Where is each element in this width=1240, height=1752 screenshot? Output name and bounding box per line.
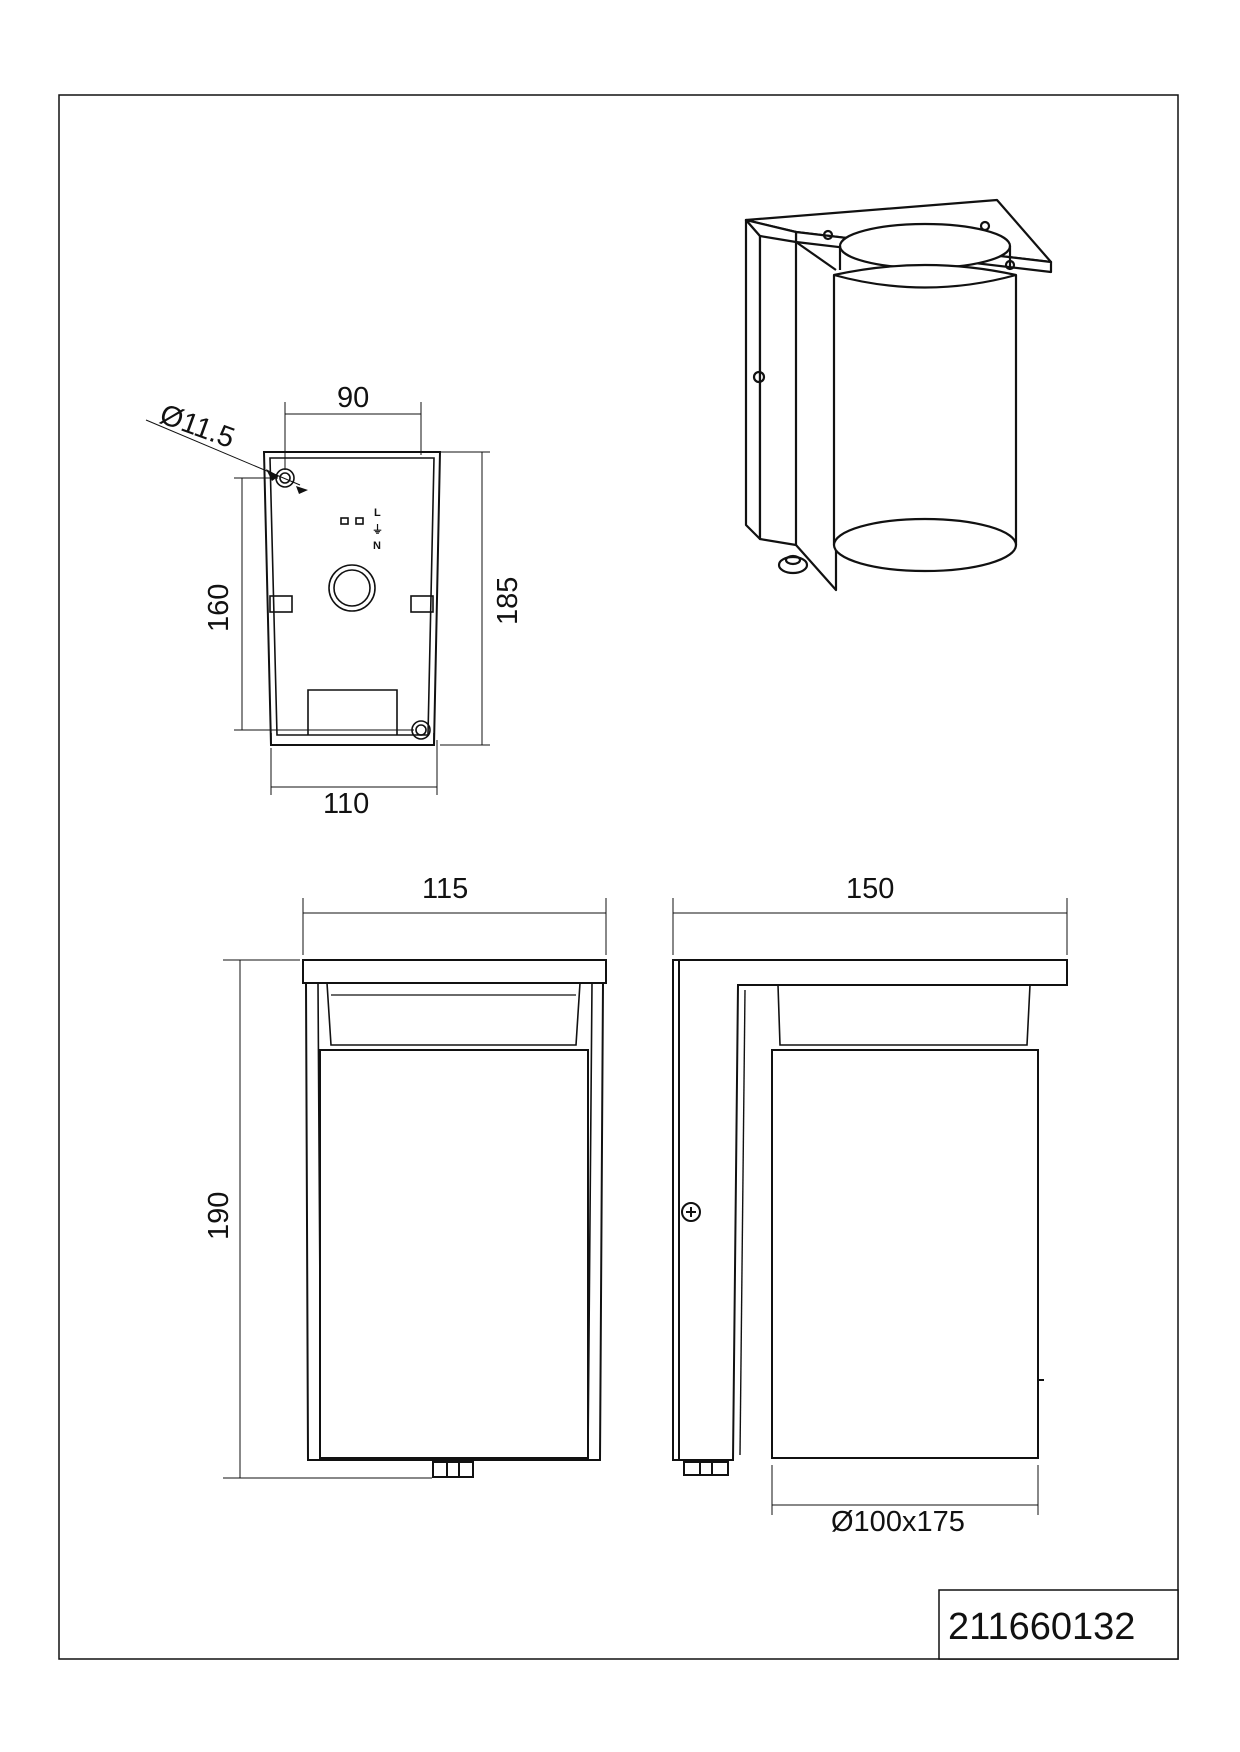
part-number-box: [938, 1589, 1179, 1660]
part-number: 211660132: [948, 1606, 1135, 1648]
side-view: [672, 959, 1068, 1476]
dim-plate-height: 185: [492, 577, 524, 625]
terminal-label-live: L: [374, 507, 381, 519]
dim-plate-hole-spacing: 160: [203, 584, 235, 632]
dim-shade-size: Ø100x175: [831, 1506, 965, 1538]
side-view-dimensions: [672, 898, 1068, 1515]
mounting-plate-dimensions: [145, 402, 490, 795]
isometric-view: [744, 198, 1053, 592]
dim-plate-bottom-width: 110: [323, 788, 369, 820]
front-view: [302, 959, 607, 1478]
hole-leader-arrow-2: [296, 486, 308, 494]
drawing-frame: [58, 94, 1179, 1660]
front-view-dimensions: [223, 898, 607, 1479]
dim-front-width: 115: [422, 873, 468, 905]
mounting-plate-view: [262, 451, 442, 746]
hole-leader-arrow: [266, 469, 279, 481]
terminal-label-neutral: N: [373, 540, 381, 552]
dim-side-depth: 150: [846, 873, 894, 905]
dim-hole-diameter: Ø11.5: [156, 399, 239, 455]
terminal-label-earth: ⏚: [372, 523, 383, 536]
dim-plate-top-width: 90: [337, 382, 369, 414]
dim-front-height: 190: [203, 1192, 235, 1240]
